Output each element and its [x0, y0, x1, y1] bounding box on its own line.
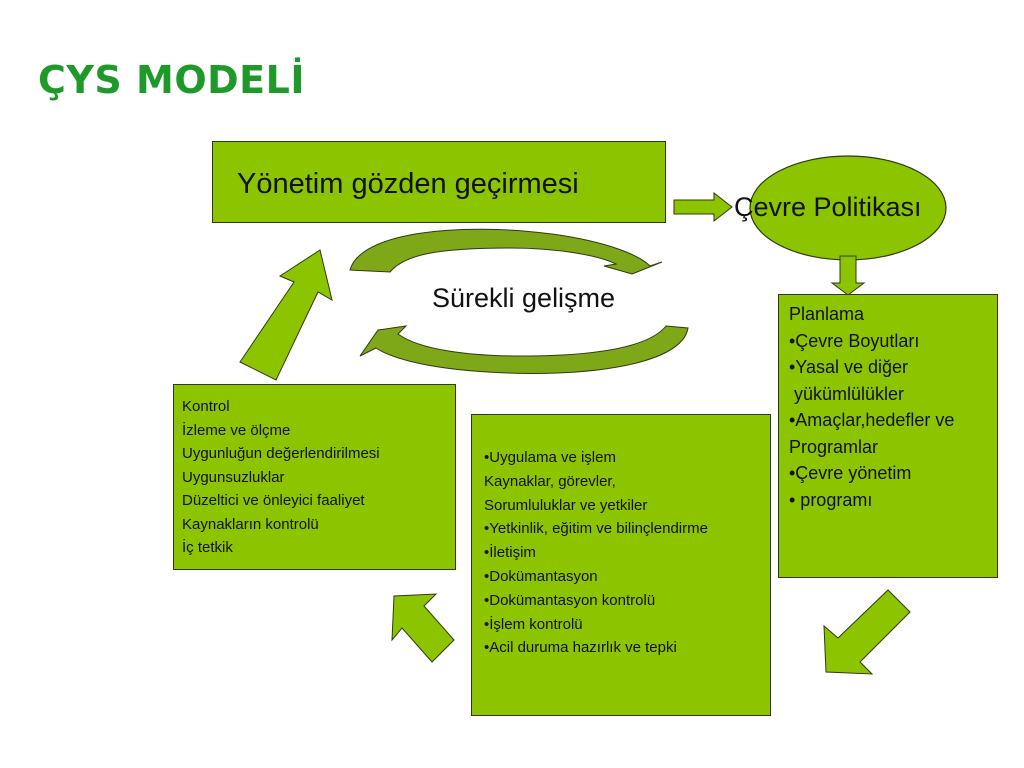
checking-line: Düzeltici ve önleyici faaliyet: [182, 492, 365, 509]
checking-line: Uygunluğun değerlendirilmesi: [182, 445, 380, 462]
implementation-line: •Acil duruma hazırlık ve tepki: [484, 639, 677, 657]
checking-line: İzleme ve ölçme: [182, 421, 291, 439]
planning-line: •Yasal ve diğer: [789, 357, 909, 377]
implementation-line: •İşlem kontrolü: [484, 615, 583, 633]
planning-line: • programı: [789, 489, 873, 510]
arrow-policy-to-planning: [830, 255, 866, 296]
checking-line: İç tetkik: [182, 539, 233, 556]
planning-line: Planlama: [789, 304, 865, 324]
checking-line: Kontrol: [182, 398, 230, 415]
arrow-planning-to-implementation: [823, 589, 911, 675]
checking-line: Uygunsuzluklar: [182, 468, 285, 486]
arrow-checking-to-review: [239, 249, 333, 381]
cycle-arrow-bottom: [359, 325, 689, 374]
implementation-line: •Uygulama ve işlem: [484, 449, 616, 466]
planning-line: Programlar: [789, 436, 879, 457]
implementation-line: Kaynaklar, görevler,: [484, 472, 616, 490]
management-review-label: Yönetim gözden geçirmesi: [237, 168, 579, 200]
implementation-line: •Yetkinlik, eğitim ve bilinçlendirme: [484, 520, 708, 538]
planning-box: Planlama •Çevre Boyutları •Yasal ve diğe…: [778, 294, 998, 578]
implementation-box: •Uygulama ve işlem Kaynaklar, görevler, …: [471, 414, 771, 716]
implementation-line: •İletişim: [484, 544, 536, 562]
cycle-arrow-top: [349, 228, 663, 275]
checking-line: Kaynakların kontrolü: [182, 515, 319, 533]
planning-line: •Çevre Boyutları: [789, 330, 920, 351]
implementation-line: •Dokümantasyon: [484, 567, 598, 585]
implementation-line: •Dokümantasyon kontrolü: [484, 591, 656, 609]
planning-line: •Çevre yönetim: [789, 463, 912, 483]
implementation-line: Sorumluluklar ve yetkiler: [484, 496, 648, 514]
continual-improvement-label: Sürekli gelişme: [432, 283, 616, 313]
arrow-implementation-to-checking: [391, 593, 455, 663]
arrow-review-to-policy: [673, 191, 733, 223]
environmental-policy-label: Çevre Politikası: [734, 192, 922, 222]
checking-box: Kontrol İzleme ve ölçme Uygunluğun değer…: [173, 384, 456, 570]
management-review-box: Yönetim gözden geçirmesi: [212, 141, 666, 223]
planning-line: •Amaçlar,hedefler ve: [789, 410, 955, 430]
planning-line: yükümlülükler: [789, 383, 905, 404]
slide-title: ÇYS MODELİ: [38, 58, 305, 102]
